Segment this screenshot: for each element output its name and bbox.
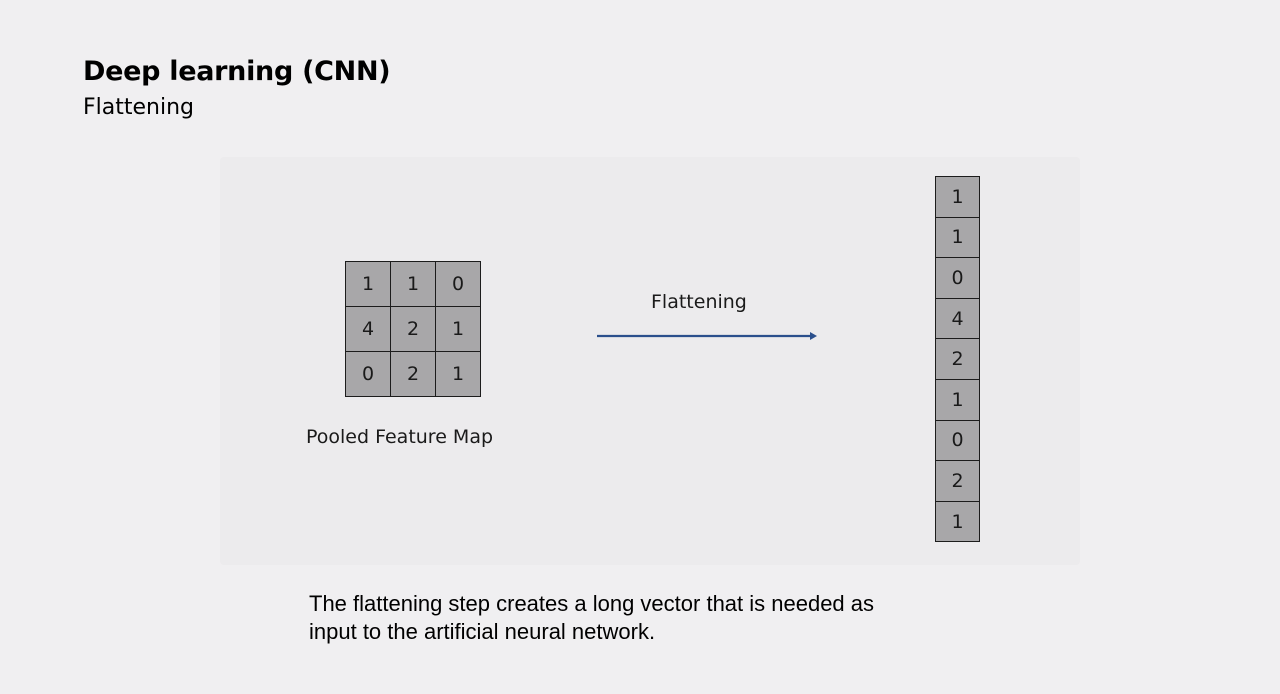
grid-cell: 1 bbox=[346, 262, 390, 306]
vector-cell: 0 bbox=[936, 258, 979, 298]
flattening-arrow-label: Flattening bbox=[651, 291, 747, 313]
vector-cell: 4 bbox=[936, 298, 979, 339]
caption-line-1: The flattening step creates a long vecto… bbox=[309, 591, 875, 616]
slide-caption: The flattening step creates a long vecto… bbox=[309, 590, 874, 646]
vector-cell: 1 bbox=[936, 217, 979, 258]
vector-cell: 0 bbox=[936, 420, 979, 461]
arrow-head bbox=[810, 332, 817, 340]
flattening-arrow bbox=[597, 332, 817, 340]
pooled-feature-map-grid: 1 1 0 4 2 1 0 2 1 bbox=[345, 261, 481, 397]
grid-cell: 0 bbox=[436, 262, 480, 306]
grid-cell: 2 bbox=[391, 307, 435, 351]
vector-cell: 1 bbox=[936, 501, 979, 542]
vector-cell: 2 bbox=[936, 461, 979, 501]
grid-cell: 1 bbox=[436, 352, 480, 396]
grid-cell: 1 bbox=[436, 307, 480, 351]
flattened-vector: 1 1 0 4 2 1 0 2 1 bbox=[935, 176, 980, 543]
grid-cell: 0 bbox=[346, 352, 390, 396]
grid-cell: 2 bbox=[391, 352, 435, 396]
caption-line-2: input to the artificial neural network. bbox=[309, 619, 656, 644]
grid-cell: 4 bbox=[346, 307, 390, 351]
slide-title: Deep learning (CNN) bbox=[83, 56, 391, 87]
pooled-feature-map-label: Pooled Feature Map bbox=[306, 426, 494, 448]
vector-cell: 1 bbox=[936, 177, 979, 217]
vector-cell: 2 bbox=[936, 339, 979, 379]
grid-cell: 1 bbox=[391, 262, 435, 306]
vector-cell: 1 bbox=[936, 379, 979, 420]
slide-subtitle: Flattening bbox=[83, 95, 194, 120]
